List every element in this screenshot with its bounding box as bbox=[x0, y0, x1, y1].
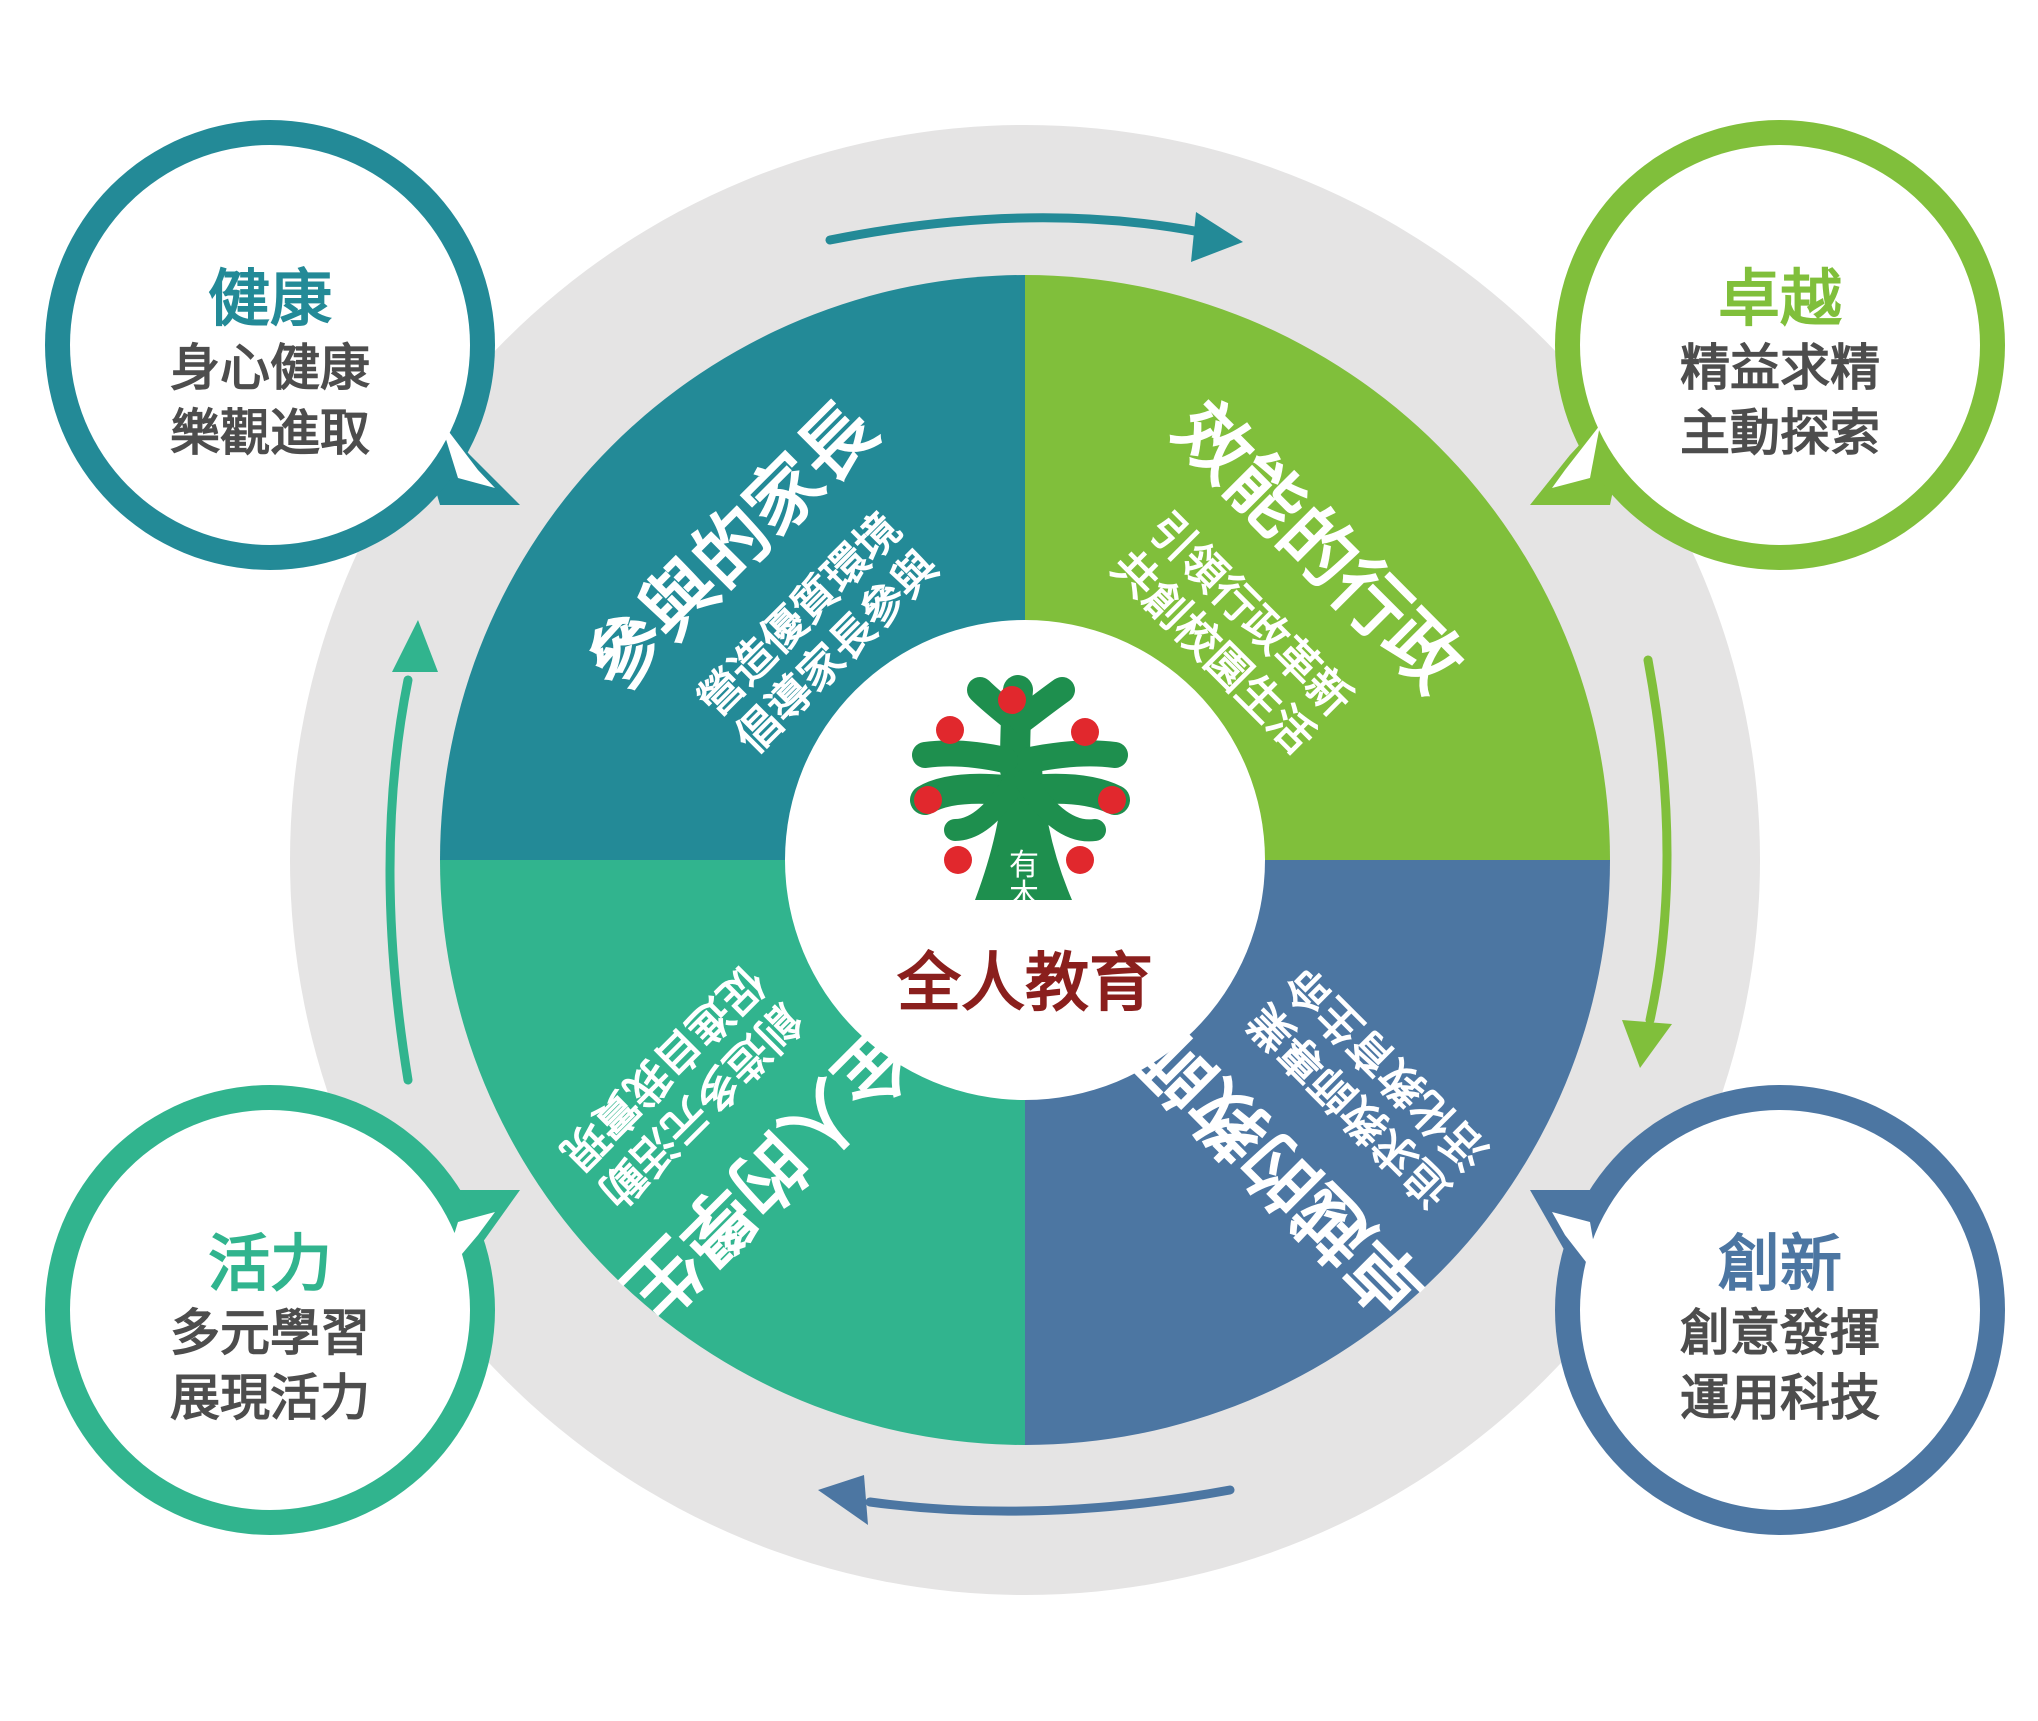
vitality-line-2: 展現活力 bbox=[170, 1369, 370, 1427]
apple bbox=[914, 786, 942, 814]
innovation-line-2: 運用科技 bbox=[1680, 1369, 1880, 1427]
bubble-excellence: 卓越 精益求精 主動探索 bbox=[1530, 120, 2005, 570]
bubble-vitality: 活力 多元學習 展現活力 bbox=[45, 1085, 520, 1535]
logo-char-1: 有 bbox=[1009, 848, 1039, 883]
health-title: 健康 bbox=[208, 262, 332, 335]
apple bbox=[1071, 718, 1099, 746]
apple bbox=[944, 846, 972, 874]
cycle-arrow-left bbox=[385, 620, 438, 1085]
innovation-title: 創新 bbox=[1718, 1227, 1842, 1300]
bubble-health: 健康 身心健康 樂觀進取 bbox=[45, 120, 520, 570]
excellence-line-1: 精益求精 bbox=[1680, 339, 1880, 397]
health-line-2: 樂觀進取 bbox=[170, 404, 370, 462]
cycle-arrow-bottom bbox=[818, 1475, 1235, 1525]
center-title: 全人教育 bbox=[896, 947, 1153, 1021]
health-line-1: 身心健康 bbox=[170, 339, 370, 397]
tree-logo: 有 木 bbox=[910, 675, 1130, 913]
vitality-title: 活力 bbox=[208, 1227, 332, 1300]
apple bbox=[1066, 846, 1094, 874]
apple bbox=[1098, 786, 1126, 814]
excellence-title: 卓越 bbox=[1718, 262, 1843, 335]
bubble-innovation: 創新 創意發揮 運用科技 bbox=[1530, 1085, 2005, 1535]
apple bbox=[998, 686, 1026, 714]
apple bbox=[936, 716, 964, 744]
cycle-arrow-top bbox=[825, 212, 1243, 262]
cycle-arrow-right bbox=[1622, 655, 1672, 1068]
excellence-line-2: 主動探索 bbox=[1680, 404, 1880, 462]
innovation-line-1: 創意發揮 bbox=[1680, 1304, 1880, 1362]
logo-char-2: 木 bbox=[1009, 878, 1039, 913]
vitality-line-1: 多元學習 bbox=[170, 1304, 370, 1362]
